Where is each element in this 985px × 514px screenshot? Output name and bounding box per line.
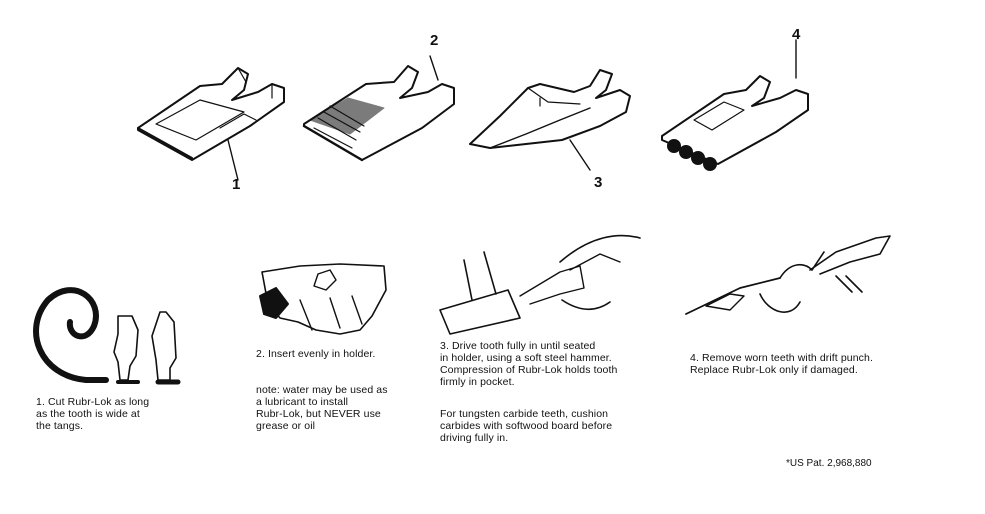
- insert-in-holder-illustration: [260, 264, 386, 334]
- patent-note: *US Pat. 2,968,880: [786, 458, 872, 469]
- tooth-1-illustration: [138, 68, 284, 180]
- step-2-note: note: water may be used as a lubricant t…: [256, 384, 426, 432]
- rubr-lok-strip-illustration: [36, 290, 178, 382]
- figure-number-1: 1: [232, 176, 240, 193]
- step-2-caption: 2. Insert evenly in holder.: [256, 348, 426, 360]
- tooth-2-illustration: [304, 56, 454, 160]
- step-3-caption: 3. Drive tooth fully in until seated in …: [440, 340, 660, 388]
- tooth-4-illustration: [662, 40, 808, 170]
- figure-number-3: 3: [594, 174, 602, 191]
- figure-number-2: 2: [430, 32, 438, 49]
- tooth-3-illustration: [470, 70, 630, 170]
- step-1-caption: 1. Cut Rubr-Lok as long as the tooth is …: [36, 396, 206, 432]
- step-3-note: For tungsten carbide teeth, cushion carb…: [440, 408, 660, 444]
- step-4-caption: 4. Remove worn teeth with drift punch. R…: [690, 352, 920, 376]
- drift-punch-illustration: [686, 236, 890, 314]
- hammer-driving-illustration: [440, 236, 640, 334]
- figure-number-4: 4: [792, 26, 800, 43]
